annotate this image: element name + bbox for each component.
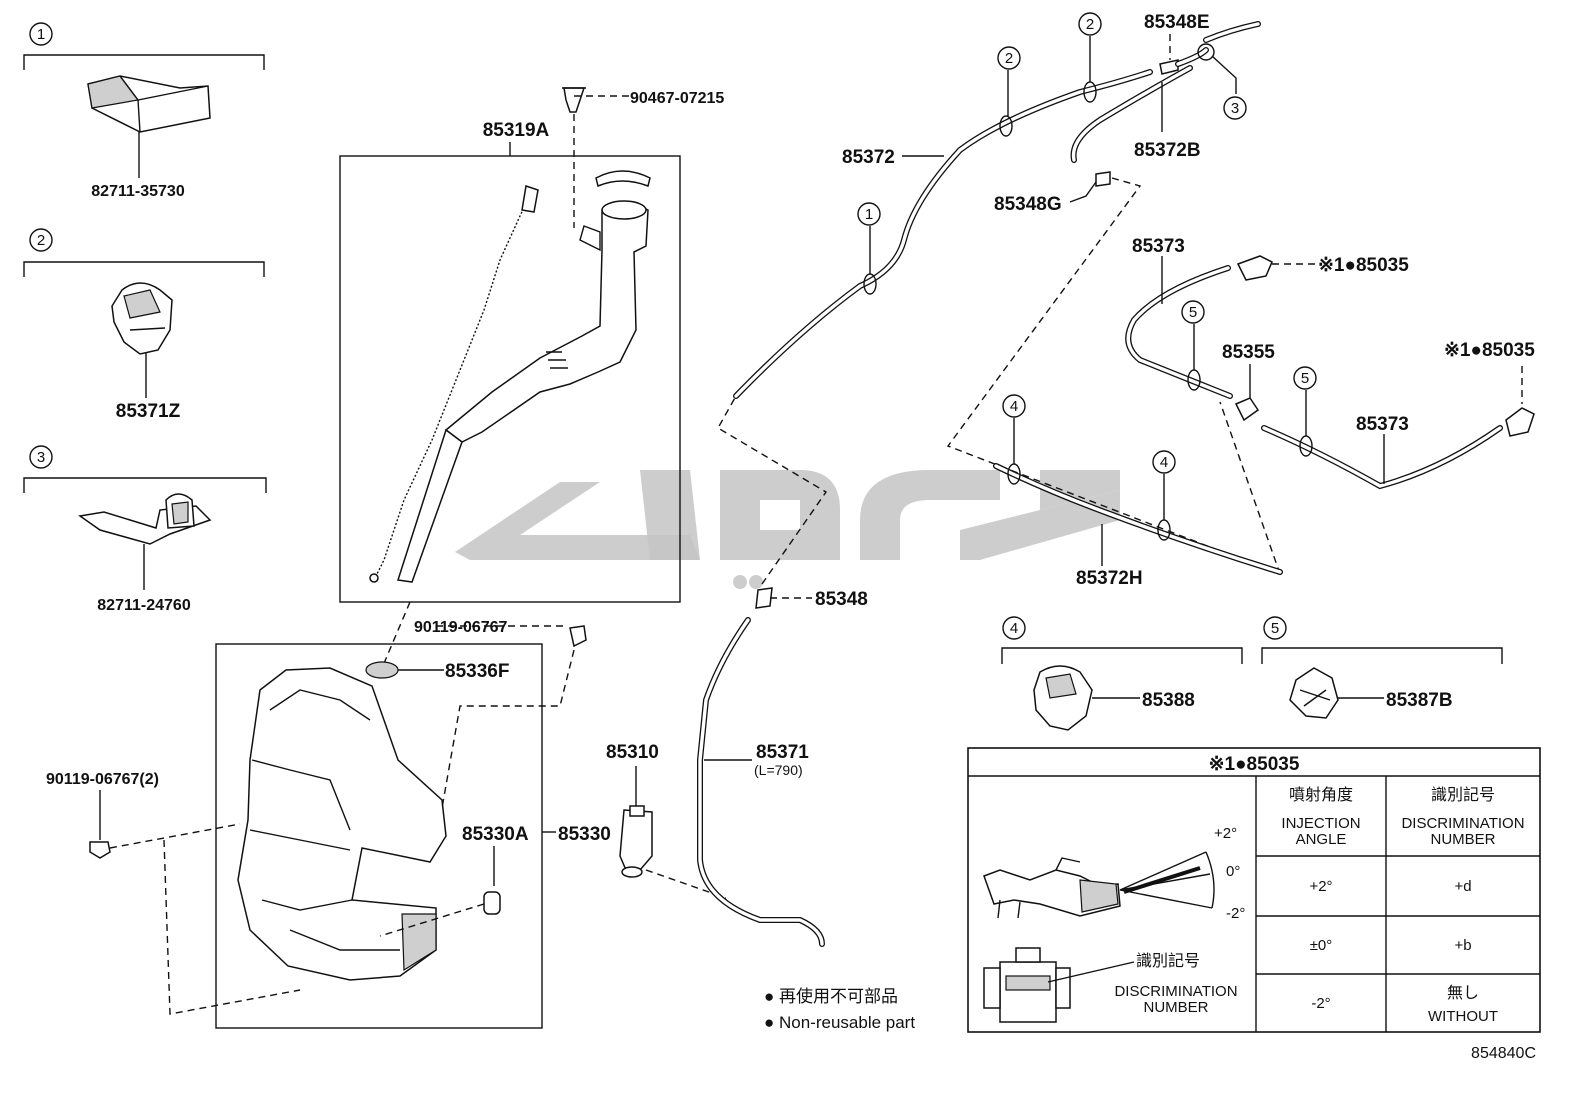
part-number-85348E: 85348E [1144,12,1210,33]
row3-mark-en: WITHOUT [1428,1008,1498,1025]
part-number-85373-lower: 85373 [1356,414,1409,435]
nozzle-icon [1236,255,1273,281]
hose-routing: 85371 (L=790) 85348 85372 1 2 2 85348E [697,12,1535,947]
row3-angle: -2° [1311,995,1330,1012]
part-number-85388: 85388 [1142,690,1195,711]
diagram-code: 854840C [1471,1045,1536,1062]
fig-angle-zero: 0° [1226,863,1240,880]
part-number-85035-top: ※1●85035 [1318,255,1409,276]
row2-mark: +b [1454,937,1471,954]
part-number-90119-06767-2: 90119-06767(2) [46,771,159,788]
part-number-82711-24760: 82711-24760 [97,597,191,614]
fig-mark-jp: 識別記号 [1136,952,1200,970]
part-number-85371Z: 85371Z [116,401,181,422]
washer-pump: 85310 [606,742,727,899]
tank-grommet-icon [483,891,501,915]
detail-group-4: 4 85388 [1001,616,1243,731]
bracket-part-icon [87,75,211,133]
part-number-85348: 85348 [815,589,868,610]
joint-85348-icon [755,587,773,609]
row1-mark: +d [1454,878,1471,895]
svg-text:3: 3 [37,449,45,466]
fig-angle-plus2: +2° [1214,825,1237,842]
bolt-icon [569,625,587,648]
svg-text:3: 3 [1231,100,1239,117]
nozzle-spec-table: ※1●85035 噴射角度 INJECTION ANGLE 識別記号 DISCR… [967,747,1541,1033]
col-angle-en-2: ANGLE [1296,831,1347,848]
washer-tank-assembly: 85336F 90119-06767 85330A [215,619,587,1029]
fig-mark-en-2: NUMBER [1143,999,1208,1016]
col-angle-jp: 噴射角度 [1289,786,1353,804]
legend: ● 再使用不可部品 ● Non-reusable part [764,986,915,1032]
ref-circle-1: 1 [37,26,45,43]
svg-text:5: 5 [1189,304,1197,321]
svg-text:2: 2 [1005,50,1013,67]
part-number-85310: 85310 [606,742,659,763]
col-mark-jp: 識別記号 [1431,786,1495,804]
part-number-85348G: 85348G [994,194,1062,215]
clamp-85387B-icon [1289,667,1339,719]
row1-angle: +2° [1309,878,1332,895]
filler-neck-assembly: 85319A 90467-07215 [339,87,724,603]
svg-text:4: 4 [1010,398,1018,415]
detail-group-2: 2 85371Z [23,228,265,422]
fig-angle-minus2: -2° [1226,905,1245,922]
grommet-icon [365,661,399,679]
part-number-85035-right: ※1●85035 [1444,340,1535,361]
part-number-90119-06767: 90119-06767 [414,619,508,636]
legend-en: ● Non-reusable part [764,1013,915,1032]
nozzle-icon-right [1505,407,1535,437]
part-number-85319A: 85319A [483,120,550,141]
part-number-85372: 85372 [842,147,895,168]
clip-icon [562,87,586,113]
col-mark-en-1: DISCRIMINATION [1401,815,1524,832]
bolt-90119-group: 90119-06767(2) [46,771,301,1015]
detail-group-5: 5 85387B [1261,616,1503,719]
part-number-85387B: 85387B [1386,690,1453,711]
part-number-82711-35730: 82711-35730 [91,183,185,200]
part-number-85372B: 85372B [1134,140,1201,161]
svg-text:4: 4 [1160,454,1168,471]
nozzle-figure: +2° 0° -2° 識別記号 DISCRIMINATION NUMBER [983,825,1245,1023]
legend-jp: ● 再使用不可部品 [764,986,898,1006]
detail-group-1: 1 82711-35730 [23,22,265,200]
part-number-85372H: 85372H [1076,568,1143,589]
part-number-85371: 85371 [756,742,809,763]
joint-85355-icon [1234,397,1260,422]
clip-bracket-part-icon [78,493,212,545]
svg-text:5: 5 [1271,620,1279,637]
svg-text:4: 4 [1010,620,1018,637]
watermark-logo [455,470,1120,589]
hose-length: (L=790) [754,762,803,778]
row2-angle: ±0° [1310,937,1333,954]
svg-text:5: 5 [1301,370,1309,387]
bolt-icon [89,841,111,859]
part-number-85330: 85330 [558,824,611,845]
col-angle-en-1: INJECTION [1281,815,1360,832]
clamp-part-icon [111,282,173,355]
filler-cap-icon [595,170,651,188]
table-title: ※1●85035 [1209,754,1300,775]
part-number-85336F: 85336F [445,661,509,682]
svg-text:1: 1 [865,206,873,223]
svg-text:2: 2 [1086,16,1094,33]
svg-text:2: 2 [37,232,45,249]
col-mark-en-2: NUMBER [1430,831,1495,848]
part-number-85373-upper: 85373 [1132,236,1185,257]
part-number-85330A: 85330A [462,824,529,845]
row3-mark-jp: 無し [1447,984,1479,1002]
fig-mark-en-1: DISCRIMINATION [1114,983,1237,1000]
part-number-90467-07215: 90467-07215 [630,90,724,107]
part-number-85355: 85355 [1222,342,1275,363]
detail-group-3: 3 82711-24760 [23,445,267,614]
